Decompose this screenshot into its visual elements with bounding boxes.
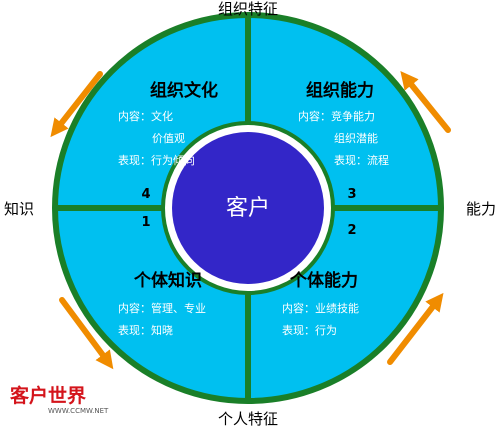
quadrant-top-right-number: 3 <box>347 187 356 202</box>
quadrant-top-right-line1: 内容：竞争能力 <box>298 109 375 123</box>
quadrant-top-right-title: 组织能力 <box>306 80 374 101</box>
axis-left-label: 知识 <box>4 200 34 218</box>
quadrant-bottom-right-line2: 表现：行为 <box>282 323 337 337</box>
arrow-top-left-icon <box>50 71 103 138</box>
quadrant-top-left-line3: 表现：行为倾向 <box>118 153 195 167</box>
arrow-bottom-left-icon <box>59 297 114 370</box>
arrow-top-right-icon <box>400 70 451 133</box>
quadrant-bottom-left-number: 1 <box>141 215 150 230</box>
logo-url: WWW.CCMW.NET <box>48 407 109 415</box>
arrow-bottom-right-icon <box>387 292 444 365</box>
quadrant-bottom-right-number: 2 <box>347 223 356 238</box>
quadrant-bottom-left-title: 个体知识 <box>133 270 202 291</box>
quadrant-bottom-right-title: 个体能力 <box>289 270 358 291</box>
quadrant-bottom-left-line1: 内容：管理、专业 <box>118 301 206 315</box>
center-disc <box>172 132 324 284</box>
logo-name: 客户世界 <box>10 384 86 407</box>
axis-right-label: 能力 <box>466 200 496 218</box>
center-label: 客户 <box>226 196 270 221</box>
quadrant-top-right-line2: 组织潜能 <box>334 131 378 145</box>
quadrant-bottom-right-line1: 内容：业绩技能 <box>282 301 359 315</box>
quadrant-top-left-title: 组织文化 <box>150 80 218 101</box>
quadrant-top-left-line2: 价值观 <box>152 132 185 145</box>
quadrant-top-right-line3: 表现：流程 <box>334 153 389 167</box>
quadrant-top-left-number: 4 <box>141 187 150 202</box>
quadrant-top-left-line1: 内容：文化 <box>118 109 173 123</box>
quadrant-bottom-left-line2: 表现：知晓 <box>118 323 173 337</box>
axis-top-label: 组织特征 <box>218 0 278 18</box>
axis-bottom-label: 个人特征 <box>218 410 278 428</box>
